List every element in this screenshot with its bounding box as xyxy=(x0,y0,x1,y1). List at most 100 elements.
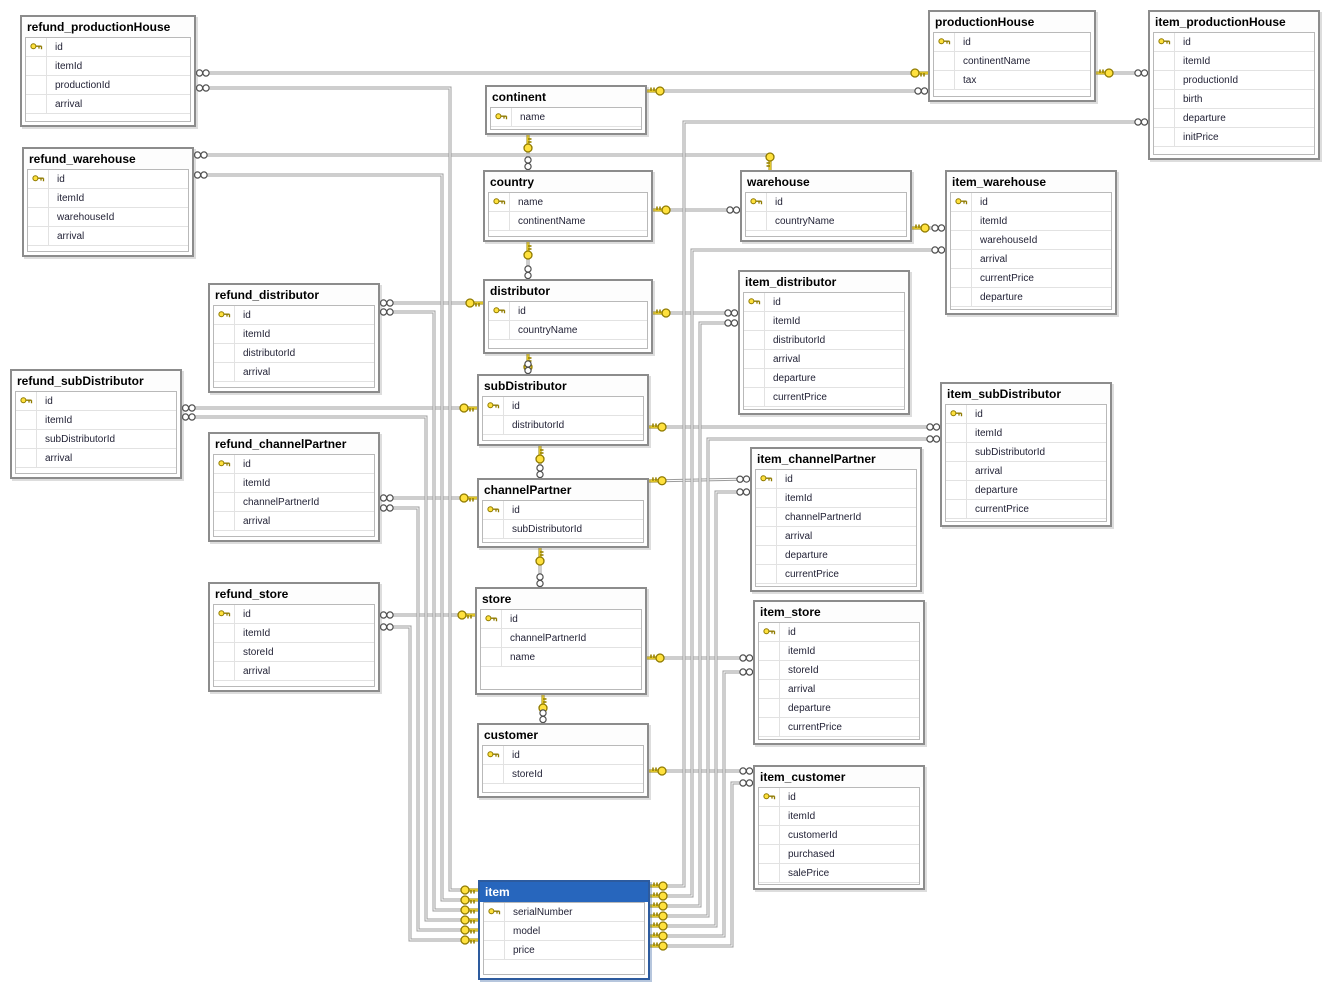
table-title[interactable]: store xyxy=(477,589,645,609)
relationship-line[interactable] xyxy=(650,668,754,941)
field-row[interactable]: arrival xyxy=(744,350,904,369)
table-title[interactable]: refund_channelPartner xyxy=(210,434,378,454)
field-row[interactable]: itemId xyxy=(759,642,919,661)
field-row[interactable]: distributorId xyxy=(483,416,643,435)
field-row[interactable]: continentName xyxy=(934,52,1090,71)
relationship-line[interactable] xyxy=(193,151,775,170)
table-title[interactable]: item_productionHouse xyxy=(1150,12,1318,32)
table-title[interactable]: refund_store xyxy=(210,584,378,604)
field-row[interactable]: countryName xyxy=(489,321,647,340)
field-row[interactable]: arrival xyxy=(214,512,374,531)
field-row[interactable]: customerId xyxy=(759,826,919,845)
field-row[interactable]: id xyxy=(946,405,1106,424)
relationship-line[interactable] xyxy=(523,135,533,171)
field-row[interactable]: distributorId xyxy=(744,331,904,350)
field-row[interactable]: id xyxy=(756,470,916,489)
field-row[interactable]: countryName xyxy=(746,212,906,231)
field-row[interactable]: itemId xyxy=(16,411,176,430)
field-row[interactable]: departure xyxy=(946,481,1106,500)
field-row[interactable]: storeId xyxy=(483,765,643,784)
relationship-line[interactable] xyxy=(912,223,946,233)
relationship-line[interactable] xyxy=(523,242,533,280)
field-row[interactable]: departure xyxy=(1154,109,1314,128)
field-row[interactable]: storeId xyxy=(759,661,919,680)
field-row[interactable]: id xyxy=(483,746,643,765)
field-row[interactable]: subDistributorId xyxy=(946,443,1106,462)
field-row[interactable]: departure xyxy=(759,699,919,718)
field-row[interactable]: itemId xyxy=(756,489,916,508)
relationship-line[interactable] xyxy=(379,308,478,915)
field-row[interactable]: currentPrice xyxy=(759,718,919,737)
field-row[interactable]: id xyxy=(214,605,374,624)
field-row[interactable]: id xyxy=(483,397,643,416)
field-row[interactable]: departure xyxy=(756,546,916,565)
table-title[interactable]: country xyxy=(485,172,651,192)
field-row[interactable]: name xyxy=(489,193,647,212)
field-row[interactable]: currentPrice xyxy=(756,565,916,584)
field-row[interactable]: productionId xyxy=(26,76,190,95)
table-title[interactable]: continent xyxy=(487,87,645,107)
relationship-line[interactable] xyxy=(535,548,545,588)
relationship-line[interactable] xyxy=(650,246,946,901)
field-row[interactable]: itemId xyxy=(214,325,374,344)
field-row[interactable]: departure xyxy=(744,369,904,388)
relationship-line[interactable] xyxy=(379,623,478,945)
field-row[interactable]: subDistributorId xyxy=(483,520,643,539)
field-row[interactable]: channelPartnerId xyxy=(756,508,916,527)
field-row[interactable]: id xyxy=(483,501,643,520)
field-row[interactable]: id xyxy=(744,293,904,312)
field-row[interactable]: id xyxy=(934,33,1090,52)
field-row[interactable]: id xyxy=(214,306,374,325)
field-row[interactable]: warehouseId xyxy=(951,231,1111,250)
field-row[interactable]: arrival xyxy=(26,95,190,114)
field-row[interactable]: arrival xyxy=(16,449,176,468)
relationship-line[interactable] xyxy=(193,171,478,905)
table-title[interactable]: item_warehouse xyxy=(947,172,1115,192)
table-title[interactable]: customer xyxy=(479,725,647,745)
relationship-line[interactable] xyxy=(379,493,477,503)
field-row[interactable]: id xyxy=(759,623,919,642)
field-row[interactable]: itemId xyxy=(744,312,904,331)
field-row[interactable]: name xyxy=(481,648,641,667)
field-row[interactable]: itemId xyxy=(214,474,374,493)
table-title[interactable]: refund_distributor xyxy=(210,285,378,305)
table-title[interactable]: item_subDistributor xyxy=(942,384,1110,404)
field-row[interactable]: id xyxy=(1154,33,1314,52)
table-title[interactable]: productionHouse xyxy=(930,12,1094,32)
table-title[interactable]: subDistributor xyxy=(479,376,647,396)
relationship-line[interactable] xyxy=(195,68,928,78)
field-row[interactable]: id xyxy=(28,170,188,189)
field-row[interactable]: warehouseId xyxy=(28,208,188,227)
table-title[interactable]: refund_productionHouse xyxy=(22,17,194,37)
field-row[interactable]: model xyxy=(484,922,644,941)
relationship-line[interactable] xyxy=(650,779,754,951)
field-row[interactable]: itemId xyxy=(214,624,374,643)
table-title[interactable]: channelPartner xyxy=(479,480,647,500)
table-title[interactable]: item_store xyxy=(755,602,923,622)
table-title[interactable]: item xyxy=(480,882,648,902)
field-row[interactable]: itemId xyxy=(759,807,919,826)
field-row[interactable]: id xyxy=(759,788,919,807)
relationship-line[interactable] xyxy=(181,403,477,413)
field-row[interactable]: currentPrice xyxy=(744,388,904,407)
table-title[interactable]: refund_warehouse xyxy=(24,149,192,169)
field-row[interactable]: arrival xyxy=(214,662,374,681)
field-row[interactable]: arrival xyxy=(756,527,916,546)
relationship-line[interactable] xyxy=(650,118,1149,891)
field-row[interactable]: id xyxy=(489,302,647,321)
field-row[interactable]: arrival xyxy=(28,227,188,246)
relationship-line[interactable] xyxy=(650,319,739,911)
